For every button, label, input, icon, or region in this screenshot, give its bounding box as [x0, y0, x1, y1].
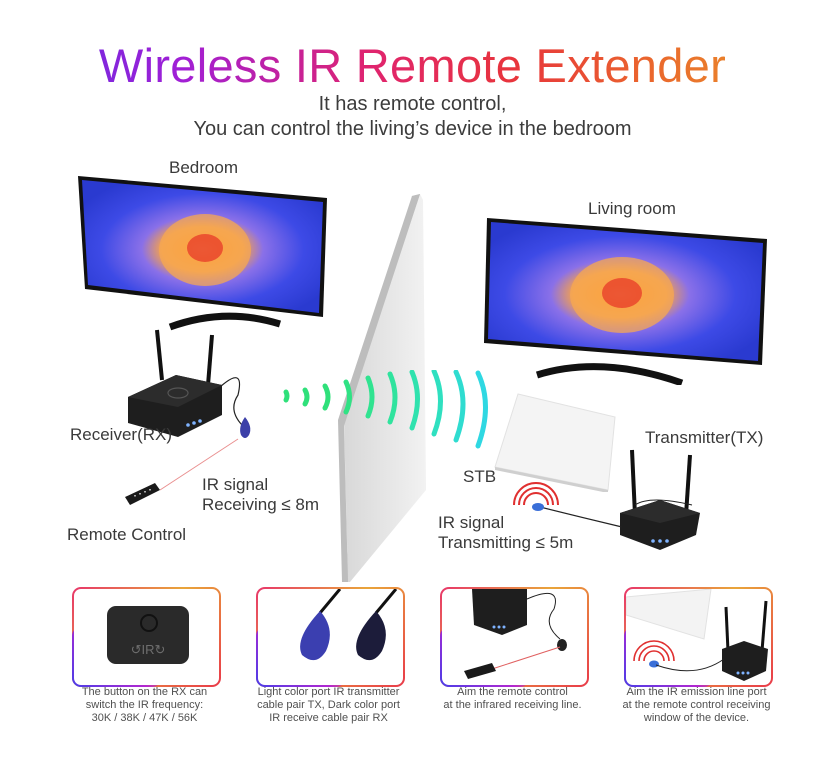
subtitle: It has remote control, You can control t…	[0, 92, 825, 142]
stb-label: STB	[463, 467, 497, 486]
remote-control-label: Remote Control	[67, 525, 187, 544]
receiver-device-icon	[128, 329, 243, 437]
caption-line: Light color port IR transmitter	[257, 686, 400, 698]
frequency-button-icon	[140, 614, 158, 632]
bedroom-label: Bedroom	[169, 158, 238, 177]
living-room-label: Living room	[588, 199, 676, 218]
feature-caption-2: Light color port IR transmitter cable pa…	[241, 686, 416, 725]
feature-card-aim-remote	[440, 587, 589, 687]
feature-card-ir-cables	[256, 587, 405, 687]
feature-caption-3: Aim the remote control at the infrared r…	[425, 686, 600, 712]
caption-line: at the remote control receiving	[622, 699, 771, 711]
aim-emitter-illustration-icon	[626, 589, 768, 681]
wall-divider	[338, 194, 426, 582]
rx-button-panel: ↺IR↻	[107, 606, 189, 664]
transmitter-label: Transmitter(TX)	[645, 428, 764, 447]
feature-caption-1: The button on the RX can switch the IR f…	[57, 686, 232, 725]
caption-line: cable pair TX, Dark color port	[257, 699, 400, 711]
caption-line: at the infrared receiving line.	[443, 699, 582, 711]
wireless-signal-waves-icon	[283, 370, 488, 449]
transmitter-device-icon	[513, 449, 700, 550]
caption-line: switch the IR frequency:	[85, 699, 204, 711]
ir-transmit-line-2: Transmitting ≤ 5m	[438, 533, 574, 552]
page-title: Wireless IR Remote Extender	[0, 38, 825, 94]
caption-line: IR receive cable pair RX	[269, 712, 388, 724]
ir-cable-pair-icon	[300, 589, 398, 661]
ir-receive-line-2: Receiving ≤ 8m	[202, 495, 320, 514]
feature-caption-4: Aim the IR emission line port at the rem…	[609, 686, 784, 725]
living-room-tv-icon	[484, 218, 767, 385]
bedroom-tv-icon	[78, 176, 327, 331]
caption-line: 30K / 38K / 47K / 56K	[91, 712, 198, 724]
ir-receive-info: IR signal Receiving ≤ 8m	[202, 475, 319, 515]
caption-line: Aim the remote control	[457, 686, 568, 698]
ir-cycle-icon: ↺IR↻	[130, 642, 166, 657]
ir-transmit-line-1: IR signal	[438, 513, 505, 532]
receiver-label: Receiver(RX)	[70, 425, 173, 444]
ir-receive-line-1: IR signal	[202, 475, 269, 494]
ir-receiver-eye-icon	[240, 417, 251, 438]
caption-line: window of the device.	[643, 712, 750, 724]
caption-line: The button on the RX can	[81, 686, 208, 698]
feature-card-frequency-button: ↺IR↻	[72, 587, 221, 687]
remote-control-icon	[125, 438, 239, 505]
feature-card-aim-emitter	[624, 587, 773, 687]
set-top-box-icon	[494, 393, 616, 492]
ir-transmit-info: IR signal Transmitting ≤ 5m	[438, 513, 573, 553]
caption-line: Aim the IR emission line port	[626, 686, 767, 698]
aim-remote-illustration-icon	[464, 589, 567, 679]
subtitle-line-2: You can control the living’s device in t…	[193, 118, 632, 140]
subtitle-line-1: It has remote control,	[318, 93, 507, 115]
